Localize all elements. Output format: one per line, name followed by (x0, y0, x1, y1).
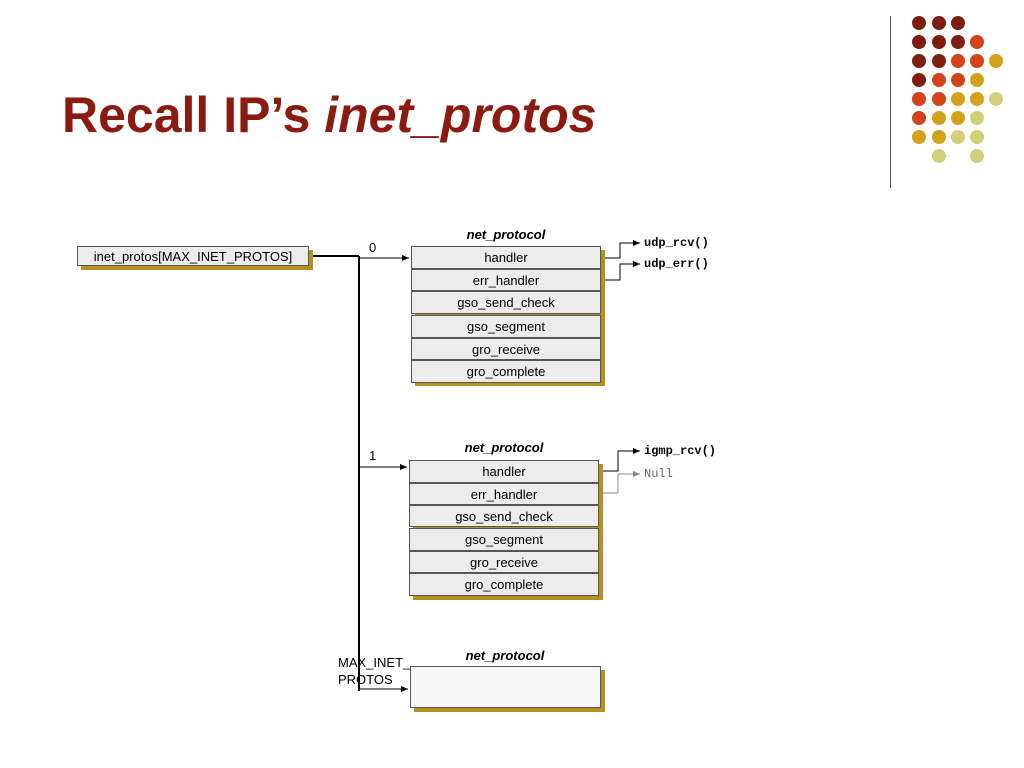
field-gso-segment: gso_segment (409, 528, 599, 551)
field-gso-segment: gso_segment (411, 315, 601, 338)
decorative-divider (890, 16, 891, 188)
field-handler: handler (411, 246, 601, 269)
target-udp-err: udp_err() (644, 257, 709, 271)
field-gso-send-check: gso_send_check (411, 291, 601, 314)
field-gro-receive: gro_receive (411, 338, 601, 360)
title-italic: inet_protos (324, 87, 597, 143)
field-err-handler: err_handler (409, 483, 599, 505)
slide-title: Recall IP’s inet_protos (62, 90, 596, 140)
field-gro-receive: gro_receive (409, 551, 599, 573)
field-handler: handler (409, 460, 599, 483)
field-err-handler: err_handler (411, 269, 601, 291)
index-label-1: 1 (369, 448, 377, 463)
struct-title: net_protocol (466, 227, 546, 242)
field-gro-complete: gro_complete (411, 360, 601, 383)
target-udp-rcv: udp_rcv() (644, 236, 709, 250)
index-label-0: 0 (369, 240, 377, 255)
title-plain: Recall IP’s (62, 87, 311, 143)
index-label-max: MAX_INET_ PROTOS (338, 655, 411, 687)
inet-protos-array: inet_protos[MAX_INET_PROTOS] (77, 246, 309, 266)
array-label: inet_protos[MAX_INET_PROTOS] (93, 248, 293, 264)
field-gro-complete: gro_complete (409, 573, 599, 596)
empty-struct-box (410, 666, 601, 708)
struct-title: net_protocol (465, 648, 545, 663)
target-igmp-rcv: igmp_rcv() (644, 444, 717, 458)
target-null: Null (644, 467, 673, 481)
struct-title: net_protocol (464, 440, 544, 455)
field-gso-send-check: gso_send_check (409, 505, 599, 527)
